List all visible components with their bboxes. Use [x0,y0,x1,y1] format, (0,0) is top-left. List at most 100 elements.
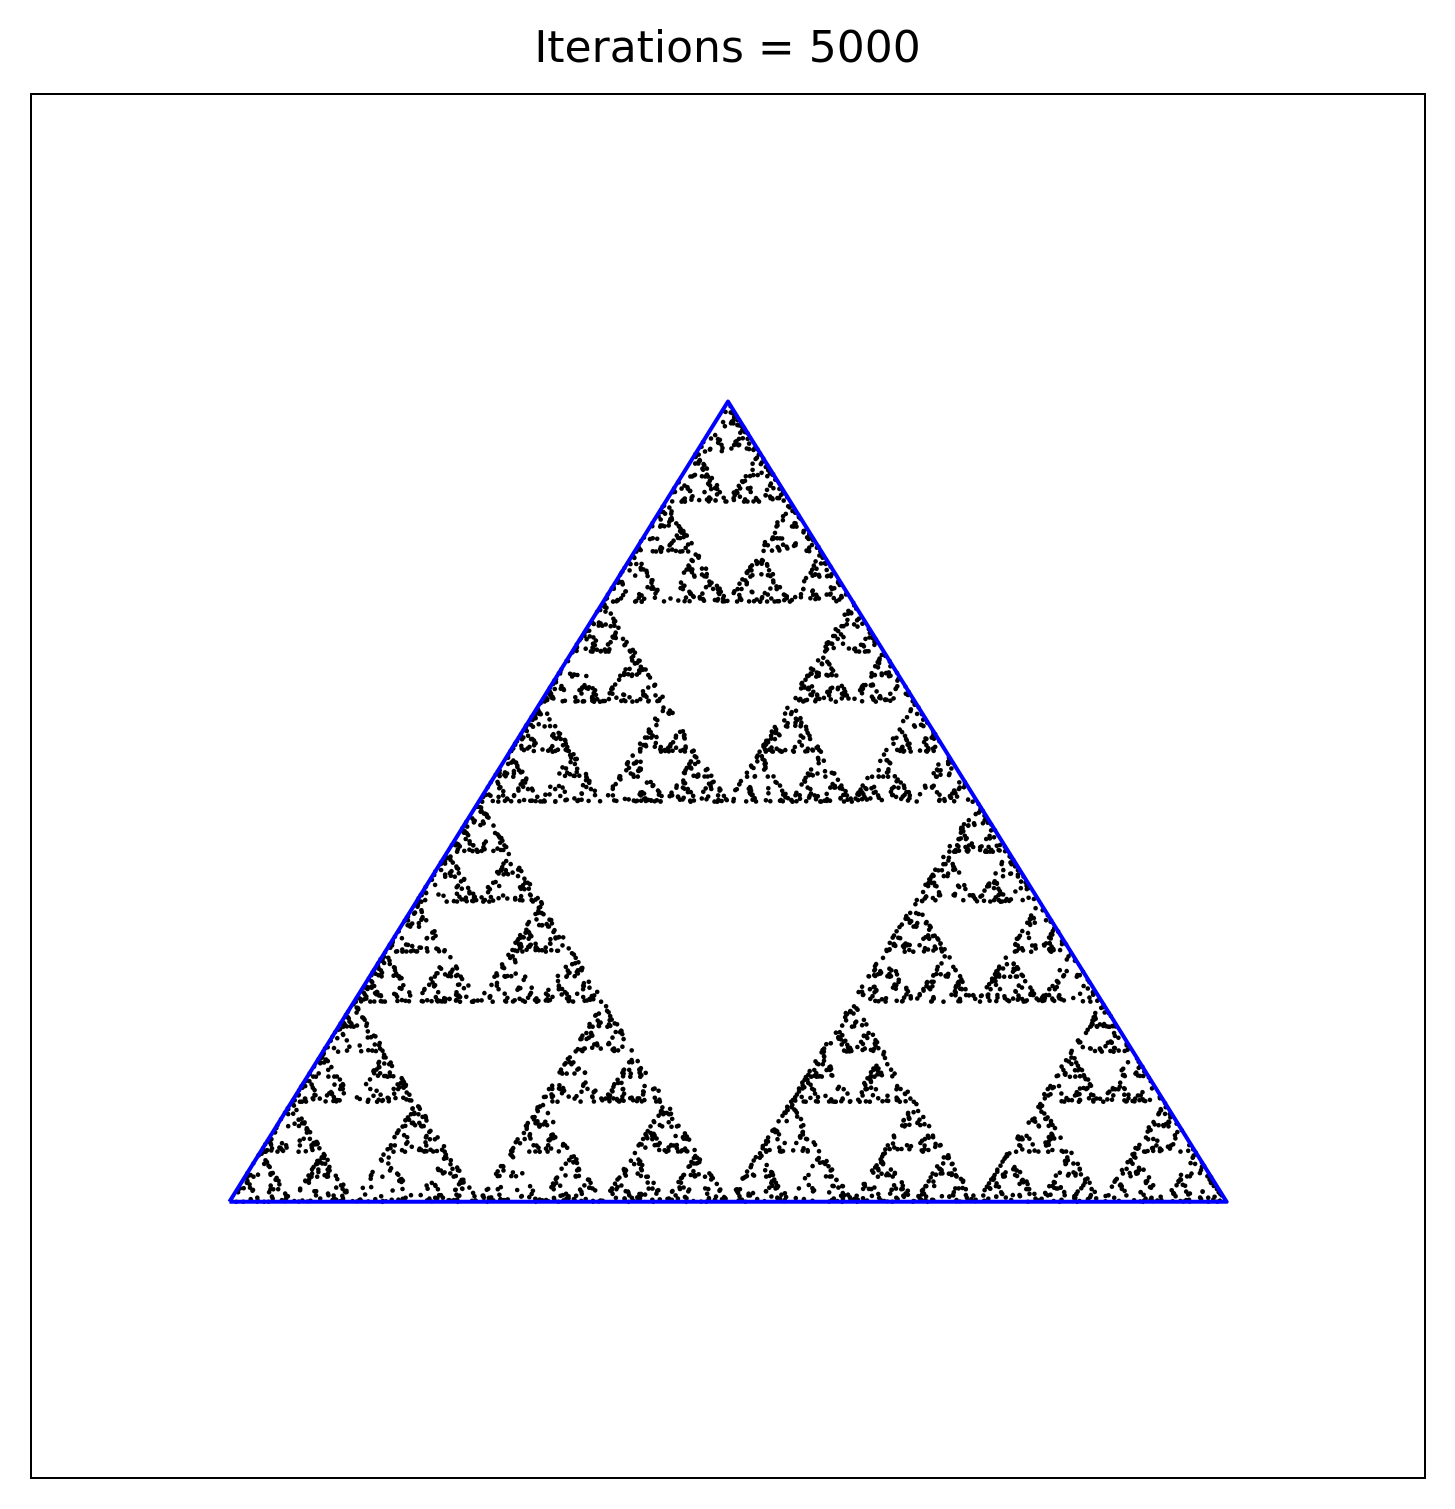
scatter-point [625,760,631,765]
scatter-point [388,1143,394,1148]
scatter-point [420,914,425,920]
scatter-point [827,1174,833,1179]
scatter-point [682,598,687,604]
scatter-point [424,1149,429,1154]
scatter-point [456,1182,462,1187]
scatter-point [325,1174,331,1179]
scatter-point [969,841,975,846]
scatter-point [829,1072,834,1078]
scatter-point [535,895,540,901]
scatter-point [500,964,506,969]
scatter-point [638,1173,644,1179]
scatter-point [873,789,878,795]
scatter-point [888,698,893,703]
scatter-point [675,1196,681,1201]
scatter-point [551,1183,557,1188]
scatter-point [963,1186,969,1192]
scatter-point [983,836,989,842]
scatter-point [873,699,879,704]
scatter-point [737,581,742,586]
scatter-point [1068,1050,1074,1056]
scatter-point [817,1073,823,1079]
scatter-point [669,1116,675,1122]
scatter-point [702,1186,708,1191]
scatter-point [993,982,999,988]
scatter-point [914,897,920,903]
scatter-point [519,1193,525,1199]
scatter-point [1162,1111,1168,1117]
scatter-point [671,538,676,543]
scatter-point [1154,1143,1159,1148]
scatter-point [737,596,743,601]
scatter-point [463,895,469,900]
scatter-point [294,1107,299,1113]
scatter-point [529,985,534,990]
scatter-point [1055,1073,1061,1078]
scatter-point [479,895,484,900]
scatter-point [926,1147,931,1153]
scatter-point [958,830,964,835]
scatter-point [880,1099,885,1104]
scatter-point [366,1097,371,1103]
scatter-point [569,961,575,967]
scatter-point [886,1172,892,1178]
scatter-point [759,470,764,476]
scatter-point [1190,1154,1196,1160]
scatter-point [452,874,458,879]
scatter-point [309,1143,314,1148]
scatter-point [1012,1172,1018,1178]
scatter-point [325,1191,331,1196]
scatter-point [1031,915,1037,921]
scatter-point [614,1186,619,1192]
scatter-point [613,1195,619,1201]
scatter-point [692,1174,697,1179]
scatter-point [613,630,618,635]
scatter-point [767,1173,772,1179]
scatter-point [615,597,620,603]
scatter-point [559,1166,564,1172]
scatter-point [1133,1155,1138,1160]
scatter-point [361,1015,366,1021]
scatter-point [378,1157,384,1162]
scatter-point [537,904,543,910]
scatter-point [461,877,467,882]
scatter-point [718,787,723,793]
scatter-point [808,1095,813,1101]
scatter-point [666,1120,671,1125]
scatter-point [925,933,931,938]
scatter-point [926,1135,931,1140]
scatter-point [806,1172,811,1178]
scatter-point [535,1105,540,1110]
scatter-point [901,945,907,950]
scatter-point [391,973,396,978]
scatter-point [806,548,812,554]
scatter-point [639,599,644,604]
scatter-point [442,1149,448,1154]
scatter-point [326,1074,331,1079]
scatter-point [855,1044,860,1050]
scatter-point [669,515,674,521]
scatter-point [400,947,405,952]
scatter-point [888,1067,894,1072]
scatter-point [1151,1119,1156,1125]
scatter-point [520,784,526,790]
scatter-point [1016,993,1021,998]
scatter-point [1093,1010,1098,1016]
scatter-point [828,686,833,691]
scatter-point [917,748,923,753]
scatter-point [488,894,494,900]
scatter-point [831,595,837,601]
scatter-point [1001,1174,1006,1179]
scatter-point [558,736,563,742]
scatter-point [793,1108,798,1113]
scatter-point [430,935,436,941]
scatter-point [688,1172,694,1178]
scatter-point [710,586,716,592]
scatter-point [759,561,764,566]
scatter-point [328,1089,334,1095]
scatter-point [555,1099,560,1104]
scatter-point [860,642,866,648]
scatter-point [701,789,706,795]
scatter-point [739,586,744,592]
scatter-point [772,736,778,742]
